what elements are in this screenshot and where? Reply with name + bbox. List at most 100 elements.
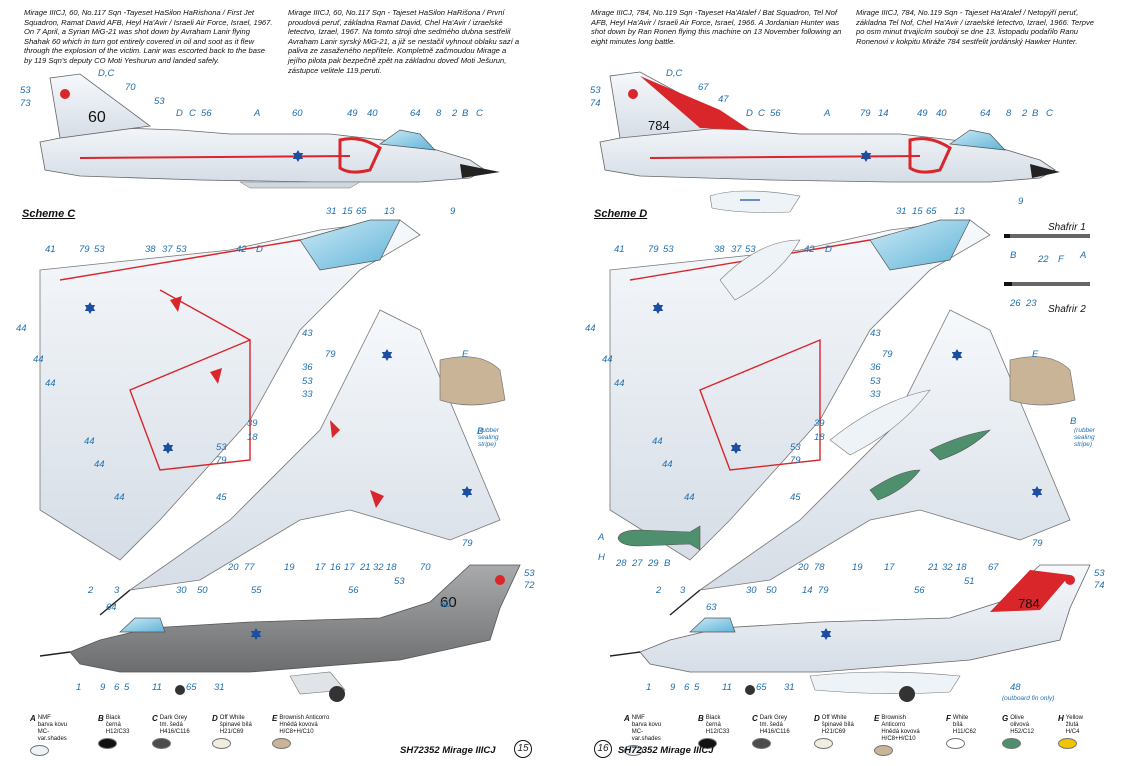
callout-number: 44 bbox=[45, 378, 56, 389]
legend-cz: olivová bbox=[1010, 722, 1029, 728]
callout-number: 39 bbox=[247, 418, 258, 429]
right-bottom-roundel-icon bbox=[820, 628, 832, 640]
legend-ref: H21/C69 bbox=[821, 729, 846, 735]
right-underside-roundel-2-icon bbox=[1031, 486, 1043, 498]
legend-name: NMF bbox=[37, 715, 51, 721]
callout-number: 45 bbox=[216, 492, 227, 503]
callout-number: 37 bbox=[162, 244, 173, 255]
callout-number: D bbox=[746, 108, 753, 119]
callout-number: A bbox=[823, 108, 830, 119]
legend-name: Black bbox=[705, 715, 721, 721]
callout-number: 60 bbox=[292, 108, 303, 119]
legend-ref: H52/C12 bbox=[1010, 729, 1034, 735]
callout-number: C bbox=[758, 108, 765, 119]
shafrir-1-label: Shafrir 1 bbox=[1048, 222, 1086, 233]
callout-number: 42 bbox=[236, 244, 247, 255]
callout-number: 36 bbox=[870, 362, 881, 373]
callout-number: 44 bbox=[662, 459, 673, 470]
callout-number: 56 bbox=[770, 108, 781, 119]
legend-cz: špinavé bílá bbox=[219, 722, 252, 728]
left-underside-roundel-2-icon bbox=[461, 486, 473, 498]
legend-code: B bbox=[98, 714, 104, 723]
legend-swatch bbox=[752, 738, 771, 749]
callout-number: 43 bbox=[302, 328, 313, 339]
legend-ref: H/C4 bbox=[1065, 729, 1080, 735]
callout-number: 65 bbox=[186, 682, 197, 693]
right-tail-number: 784 bbox=[648, 118, 670, 133]
callout-number: 6 bbox=[684, 682, 690, 693]
callout-number: 1 bbox=[76, 682, 81, 693]
callout-number: 30 bbox=[176, 585, 187, 596]
legend-cz: špinavé bílá bbox=[821, 722, 854, 728]
callout-number: 41 bbox=[45, 244, 56, 255]
legend-swatch bbox=[98, 738, 117, 749]
legend-swatch bbox=[30, 745, 49, 756]
shafrir-2-label: Shafrir 2 bbox=[1048, 304, 1086, 315]
legend-name: Dark Grey bbox=[759, 715, 788, 721]
callout-number: 44 bbox=[16, 323, 27, 334]
right-bomb-drawing bbox=[617, 525, 701, 551]
callout-number: 53 bbox=[394, 576, 405, 587]
callout-number: 49 bbox=[347, 108, 358, 119]
callout-number: 53 bbox=[663, 244, 674, 255]
callout-number: 13 bbox=[384, 206, 395, 217]
callout-number: 17 bbox=[884, 562, 895, 573]
left-scheme-label: Scheme C bbox=[22, 208, 76, 220]
left-description-en: Mirage IIICJ, 60, No.117 Sqn -Tayeset Ha… bbox=[24, 8, 273, 65]
legend-swatch bbox=[946, 738, 965, 749]
callout-number: 72 bbox=[524, 580, 535, 591]
legend-code: A bbox=[30, 714, 36, 723]
callout-number: 79 bbox=[462, 538, 473, 549]
callout-number: F bbox=[1058, 254, 1065, 265]
callout-number: 55 bbox=[251, 585, 262, 596]
legend-cz: barva kovu bbox=[37, 722, 68, 728]
callout-number: 5 bbox=[694, 682, 700, 693]
left-bottom-roundel-icon bbox=[250, 628, 262, 640]
callout-number: 49 bbox=[917, 108, 928, 119]
callout-number: 21 bbox=[359, 562, 371, 573]
left-star-of-david-icon bbox=[292, 150, 304, 162]
callout-number: 77 bbox=[244, 562, 255, 573]
callout-number: 27 bbox=[631, 558, 643, 569]
callout-number: 32 bbox=[373, 562, 384, 573]
legend-swatch bbox=[212, 738, 231, 749]
callout-number: 53 bbox=[524, 568, 535, 579]
right-plan-view bbox=[609, 219, 991, 561]
callout-number: 36 bbox=[302, 362, 313, 373]
right-underside-view bbox=[669, 309, 1076, 616]
callout-number: A bbox=[1079, 250, 1086, 261]
callout-number: 53 bbox=[870, 376, 881, 387]
left-side-view-top: 60 bbox=[39, 73, 500, 189]
callout-number: 29 bbox=[647, 558, 659, 569]
callout-number: 9 bbox=[100, 682, 106, 693]
right-description-cz: Mirage IIICJ, 784, No.119 Sqn - Tajeset … bbox=[856, 8, 1094, 46]
callout-number: 43 bbox=[870, 328, 881, 339]
callout-number: 39 bbox=[814, 418, 825, 429]
left-footer-title: SH72352 Mirage IIICJ bbox=[400, 745, 496, 756]
callout-number: D,C bbox=[666, 68, 683, 79]
legend-code: C bbox=[752, 714, 758, 723]
callout-number: 9 bbox=[450, 206, 456, 217]
legend-cz: tm. šedá bbox=[759, 722, 783, 728]
legend-swatch bbox=[698, 738, 717, 749]
legend-code: F bbox=[946, 714, 951, 723]
legend-name: Off White bbox=[219, 715, 245, 721]
callout-number: 53 bbox=[745, 244, 756, 255]
callout-number: 42 bbox=[804, 244, 815, 255]
callout-number: 2 bbox=[1021, 108, 1028, 119]
legend-cz: Hnědá kovová bbox=[279, 722, 318, 728]
callout-number: 44 bbox=[684, 492, 695, 503]
left-tail-number-bottom: 60 bbox=[440, 594, 457, 611]
callout-number: 53 bbox=[302, 376, 313, 387]
legend-ref: H12/C33 bbox=[105, 729, 130, 735]
legend-ref: MC-var.shades bbox=[631, 729, 661, 742]
callout-number: 23 bbox=[1025, 298, 1037, 309]
left-callout-labels: D,C 53 73 70 53 D C 56 A 60 49 40 64 8 2… bbox=[16, 68, 535, 693]
callout-number: 31 bbox=[326, 206, 337, 217]
